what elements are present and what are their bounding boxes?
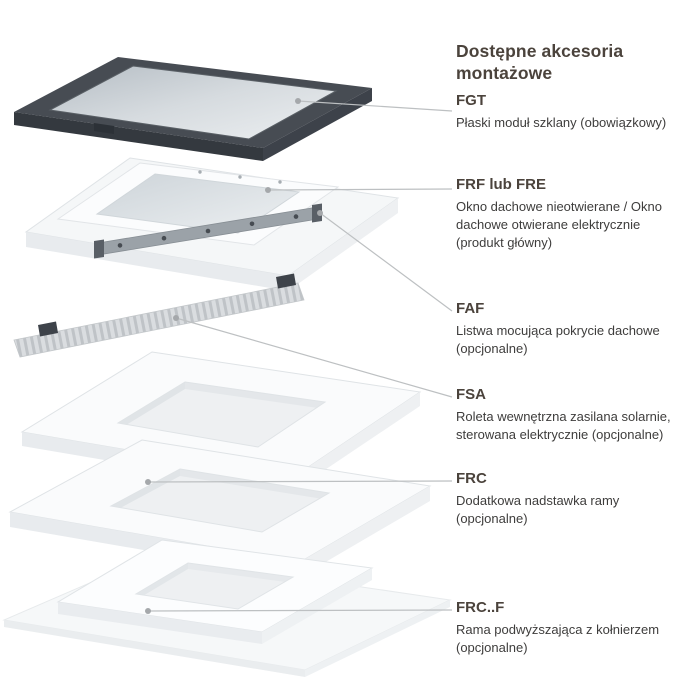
fgt-hinge-detail: [94, 123, 114, 134]
leader-frc: [145, 479, 453, 485]
blind-bracket-left: [38, 321, 58, 337]
leader-dot: [145, 479, 151, 485]
leader-frf-fre: [265, 187, 453, 193]
leader-lines: [145, 98, 453, 614]
accessory-description-frf-fre: Okno dachowe nieotwierane / Okno dachowe…: [456, 199, 662, 251]
leader-fgt: [295, 98, 453, 112]
accessory-description-frc: Dodatkowa nadstawka ramy (opcjonalne): [456, 493, 620, 527]
leader-dot: [145, 608, 151, 614]
accessory-code-frf-fre: FRF lub FRE: [456, 176, 546, 193]
frcf-raising-frame-layer: [2, 539, 452, 677]
accessory-description-faf: Listwa mocująca pokrycie dachowe (opcjon…: [456, 323, 660, 357]
label-frf-fre: FRF lub FRE Okno dachowe nieotwierane / …: [456, 176, 674, 253]
page-title: Dostępne akcesoria montażowe: [456, 40, 624, 84]
leader-dot: [317, 210, 323, 216]
accessory-code-fsa: FSA: [456, 386, 486, 403]
accessory-description-frcf: Rama podwyższająca z kołnierzem (opcjona…: [456, 622, 660, 656]
frf-fre-window-layer: [24, 157, 400, 291]
leader-dot: [265, 187, 271, 193]
blind-bracket-right: [276, 273, 296, 289]
accessory-code-faf: FAF: [456, 300, 485, 317]
accessory-description-fsa: Roleta wewnętrzna zasilana solarnie, ste…: [456, 409, 671, 443]
fgt-glass-module-layer: [14, 57, 372, 161]
leader-faf: [317, 210, 453, 312]
accessory-code-frcf: FRC..F: [456, 599, 505, 616]
label-fgt: FGT Płaski moduł szklany (obowiązkowy): [456, 92, 674, 132]
label-fsa: FSA Roleta wewnętrzna zasilana solarnie,…: [456, 386, 674, 444]
leader-frcf: [145, 608, 453, 614]
leader-fsa: [173, 315, 453, 398]
accessory-description-fgt: Płaski moduł szklany (obowiązkowy): [456, 115, 667, 130]
label-frcf: FRC..F Rama podwyższająca z kołnierzem (…: [456, 599, 674, 657]
label-frc: FRC Dodatkowa nadstawka ramy (opcjonalne…: [456, 470, 674, 528]
accessory-code-frc: FRC: [456, 470, 487, 487]
label-faf: FAF Listwa mocująca pokrycie dachowe (op…: [456, 300, 674, 358]
fsa-pleated-blind-layer: [13, 273, 305, 358]
leader-dot: [173, 315, 179, 321]
leader-dot: [295, 98, 301, 104]
accessory-code-fgt: FGT: [456, 92, 486, 109]
